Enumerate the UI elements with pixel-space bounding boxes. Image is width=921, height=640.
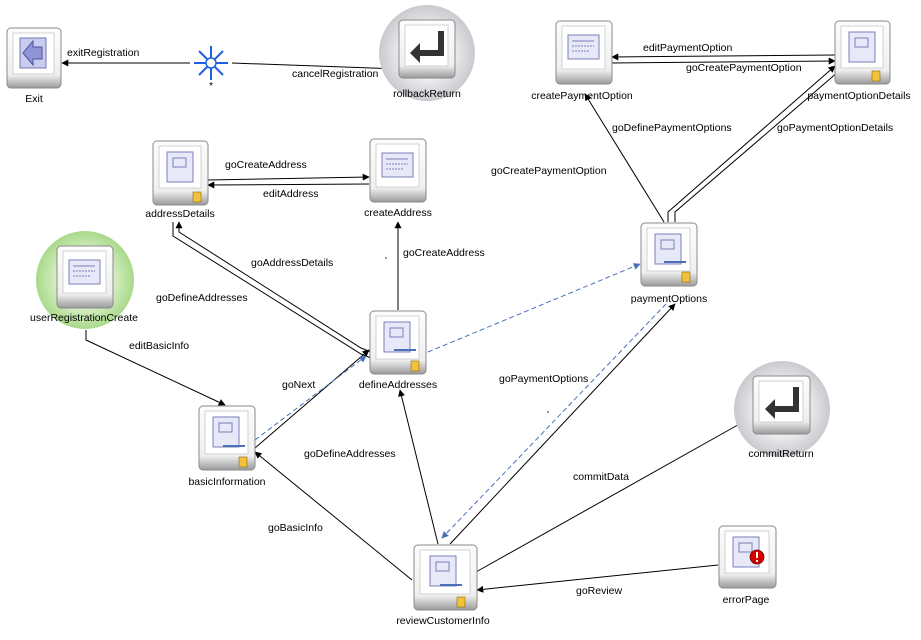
edge-commit-data[interactable] bbox=[475, 416, 753, 573]
page-icon bbox=[381, 152, 414, 178]
node-review-customer-info-label: reviewCustomerInfo bbox=[396, 615, 490, 627]
node-review-customer-info[interactable]: reviewCustomerInfo bbox=[396, 544, 490, 627]
node-exit[interactable]: Exit bbox=[6, 27, 62, 105]
node-payment-options-label: paymentOptions bbox=[631, 293, 707, 305]
label-commit-data: commitData bbox=[573, 471, 629, 483]
error-icon bbox=[749, 549, 765, 565]
label-go-define-addresses-left: goDefineAddresses bbox=[156, 292, 248, 304]
edge-go-payment-option-details[interactable] bbox=[667, 65, 836, 222]
node-error-page-label: errorPage bbox=[723, 594, 770, 606]
exit-arrow-icon bbox=[19, 37, 47, 69]
node-create-payment-option[interactable]: createPaymentOption bbox=[531, 20, 633, 102]
node-payment-option-details-label: paymentOptionDetails bbox=[807, 90, 910, 102]
page-def-badge-icon bbox=[192, 191, 202, 203]
node-define-addresses-label: defineAddresses bbox=[359, 379, 437, 391]
label-cancel-registration: cancelRegistration bbox=[292, 68, 379, 80]
edge-go-address-details-b bbox=[172, 222, 372, 359]
page-def-badge-icon bbox=[871, 70, 881, 82]
edge-cancel-registration[interactable] bbox=[231, 62, 400, 73]
page-def-badge-icon bbox=[238, 456, 248, 468]
edge-go-create-address-top[interactable] bbox=[207, 173, 370, 181]
page-icon bbox=[848, 31, 876, 63]
label-go-payment-option-details: goPaymentOptionDetails bbox=[777, 122, 893, 134]
edge-go-next-dashed bbox=[254, 355, 367, 441]
edge-payment-to-review-dashed bbox=[441, 303, 667, 539]
edge-go-basic-info[interactable] bbox=[254, 451, 413, 581]
node-rollback-return-label: rollbackReturn bbox=[393, 88, 461, 100]
label-go-basic-info: goBasicInfo bbox=[268, 522, 323, 534]
node-basic-information-label: basicInformation bbox=[188, 476, 265, 488]
label-go-create-address-top: goCreateAddress bbox=[225, 159, 307, 171]
label-go-define-addresses-bottom: goDefineAddresses bbox=[304, 448, 396, 460]
edge-go-payment-option-details-b bbox=[674, 71, 839, 222]
page-def-badge-icon bbox=[410, 360, 420, 372]
label-go-create-payment-option-left: goCreatePaymentOption bbox=[491, 165, 607, 177]
page-def-badge-icon bbox=[681, 271, 691, 283]
nodes-layer: Exit * rollbackReturn bbox=[6, 5, 911, 627]
label-go-next: goNext bbox=[282, 379, 315, 391]
label-edit-basic-info: editBasicInfo bbox=[129, 340, 189, 352]
node-commit-return-label: commitReturn bbox=[748, 448, 814, 460]
edges-layer bbox=[61, 53, 839, 593]
node-basic-information[interactable]: basicInformation bbox=[188, 405, 266, 488]
edge-edit-address[interactable] bbox=[207, 181, 370, 189]
edge-edit-basic-info[interactable] bbox=[85, 330, 226, 406]
node-create-address[interactable]: createAddress bbox=[364, 138, 432, 219]
label-go-create-address-right: goCreateAddress bbox=[403, 247, 485, 259]
node-user-registration-create-label: userRegistrationCreate bbox=[30, 312, 138, 324]
edge-labels-layer: exitRegistration cancelRegistration edit… bbox=[67, 42, 893, 597]
node-commit-return[interactable]: commitReturn bbox=[734, 361, 830, 460]
edge-go-create-payment-option-top[interactable] bbox=[611, 57, 836, 65]
node-exit-label: Exit bbox=[25, 93, 43, 105]
edge-go-address-details[interactable] bbox=[175, 221, 372, 353]
edge-go-define-payment-options[interactable] bbox=[584, 93, 665, 223]
label-go-define-payment-options: goDefinePaymentOptions bbox=[612, 122, 732, 134]
edge-go-next[interactable] bbox=[254, 349, 370, 449]
label-go-payment-options: goPaymentOptions bbox=[499, 373, 588, 385]
page-flow-icon bbox=[429, 555, 462, 587]
edge-edit-payment-option[interactable] bbox=[611, 53, 836, 61]
edge-go-payment-options[interactable] bbox=[449, 303, 676, 545]
page-flow-icon bbox=[654, 233, 686, 265]
node-rollback-return[interactable]: rollbackReturn bbox=[379, 5, 475, 101]
node-error-page[interactable]: errorPage bbox=[718, 525, 777, 606]
node-payment-options[interactable]: paymentOptions bbox=[631, 222, 707, 305]
node-create-payment-option-label: createPaymentOption bbox=[531, 90, 633, 102]
page-icon bbox=[166, 151, 194, 183]
return-arrow-icon bbox=[410, 31, 444, 63]
node-create-address-label: createAddress bbox=[364, 207, 432, 219]
label-exit-registration: exitRegistration bbox=[67, 47, 140, 59]
node-payment-option-details[interactable]: paymentOptionDetails bbox=[807, 20, 911, 102]
page-def-badge-icon bbox=[456, 596, 466, 608]
page-flow-icon bbox=[383, 321, 416, 353]
label-edit-payment-option: editPaymentOption bbox=[643, 42, 732, 54]
stray-dot-1 bbox=[385, 257, 387, 259]
page-icon bbox=[68, 259, 101, 285]
stray-dot-2 bbox=[547, 411, 549, 413]
node-user-registration-create[interactable]: userRegistrationCreate bbox=[30, 231, 138, 329]
label-edit-address: editAddress bbox=[263, 188, 318, 200]
node-address-details-label: addressDetails bbox=[145, 208, 214, 220]
label-go-address-details: goAddressDetails bbox=[251, 257, 333, 269]
return-arrow-icon bbox=[765, 387, 799, 419]
label-go-create-payment-option-top: goCreatePaymentOption bbox=[686, 62, 802, 74]
edge-go-review[interactable] bbox=[476, 564, 719, 593]
edge-define-to-payment-dashed bbox=[427, 263, 641, 353]
page-icon bbox=[567, 34, 600, 60]
label-go-review: goReview bbox=[576, 585, 623, 597]
page-flow-icon bbox=[212, 416, 245, 448]
node-wildcard[interactable]: * bbox=[194, 46, 228, 92]
edge-go-define-addresses-bottom[interactable] bbox=[398, 389, 439, 545]
node-wildcard-label: * bbox=[209, 80, 213, 92]
node-define-addresses[interactable]: defineAddresses bbox=[359, 310, 437, 391]
node-address-details[interactable]: addressDetails bbox=[145, 140, 215, 220]
